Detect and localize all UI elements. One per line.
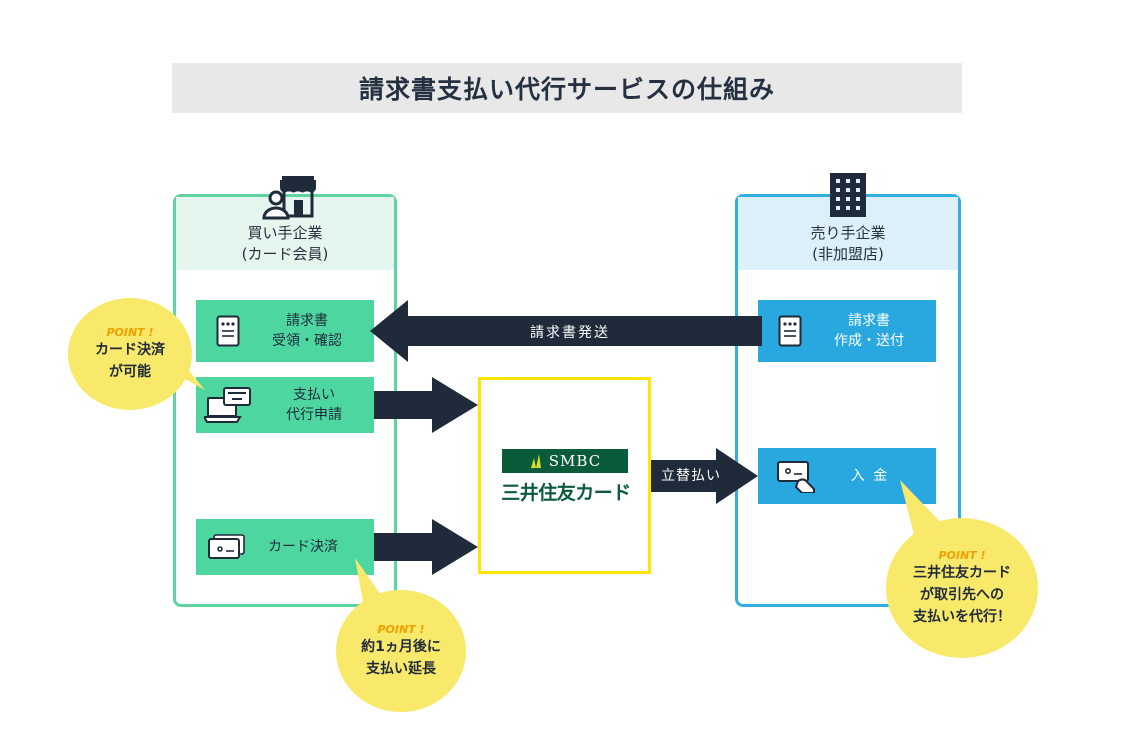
seller-title-line2: (非加盟店) bbox=[812, 245, 884, 263]
card-settlement-arrow bbox=[374, 519, 478, 575]
buyer-title: 買い手企業 (カード会員) bbox=[176, 223, 394, 265]
point-label: POINT ! bbox=[377, 622, 425, 636]
advance-payment-label: 立替払い bbox=[661, 468, 721, 484]
document-icon bbox=[216, 315, 240, 347]
card-settlement-label: カード決済 bbox=[268, 539, 338, 555]
point-text-line2: が取引先への bbox=[920, 586, 1004, 603]
point-text-line1: 三井住友カード bbox=[913, 564, 1011, 581]
payment-request-line2: 代行申請 bbox=[286, 407, 342, 423]
point-text-line2: が可能 bbox=[109, 363, 151, 380]
card-settlement-box: カード決済 bbox=[196, 519, 374, 575]
invoice-receive-box: 請求書 受領・確認 bbox=[196, 300, 374, 362]
point-label: POINT ! bbox=[938, 548, 986, 562]
deposit-label: 入 金 bbox=[850, 468, 890, 484]
payment-request-line1: 支払い bbox=[293, 387, 335, 403]
diagram-title: 請求書支払い代行サービスの仕組み bbox=[358, 75, 775, 104]
payment-request-arrow bbox=[374, 377, 478, 433]
point-label: POINT ! bbox=[106, 325, 154, 339]
smbc-logo: SMBC bbox=[502, 449, 628, 473]
smbc-name: 三井住友カード bbox=[501, 482, 631, 504]
buyer-title-line2: (カード会員) bbox=[241, 245, 329, 263]
point-text-line1: 約1ヵ月後に bbox=[361, 638, 441, 655]
point-bubble-payment-extension: POINT ! 約1ヵ月後に 支払い延長 bbox=[336, 590, 466, 712]
advance-payment-arrow bbox=[651, 448, 758, 504]
point-text-line1: カード決済 bbox=[95, 341, 165, 358]
invoice-create-box: 請求書 作成・送付 bbox=[758, 300, 936, 362]
invoice-receive-label: 請求書 受領・確認 bbox=[240, 311, 374, 351]
smbc-logo-text: SMBC bbox=[548, 452, 602, 470]
point-bubble-payment-proxy: POINT ! 三井住友カード が取引先への 支払いを代行！ bbox=[886, 518, 1038, 658]
seller-title: 売り手企業 (非加盟店) bbox=[738, 223, 958, 265]
invoice-create-line2: 作成・送付 bbox=[834, 333, 904, 349]
invoice-create-line1: 請求書 bbox=[848, 313, 890, 329]
title-bar: 請求書支払い代行サービスの仕組み bbox=[172, 63, 962, 113]
credit-card-icon bbox=[208, 534, 245, 559]
smbc-box bbox=[478, 377, 651, 574]
point-text-line2: 支払い延長 bbox=[366, 660, 436, 677]
point-text-line3: 支払いを代行！ bbox=[913, 608, 1011, 625]
smbc-leaf-icon bbox=[530, 454, 541, 468]
office-building-icon bbox=[830, 173, 866, 217]
point-bubble-card-payment: POINT ! カード決済 が可能 bbox=[68, 298, 192, 410]
invoice-send-label: 請求書発送 bbox=[530, 325, 610, 341]
laptop-card-icon bbox=[204, 387, 251, 423]
payment-request-box: 支払い 代行申請 bbox=[196, 377, 374, 433]
payment-request-label: 支払い 代行申請 bbox=[254, 385, 374, 425]
seller-title-line1: 売り手企業 bbox=[810, 224, 886, 242]
shop-person-icon bbox=[262, 176, 316, 220]
card-hand-icon bbox=[777, 461, 815, 493]
invoice-create-label: 請求書 作成・送付 bbox=[802, 311, 936, 351]
invoice-send-arrow bbox=[370, 300, 762, 362]
buyer-title-line1: 買い手企業 bbox=[247, 224, 323, 242]
invoice-receive-line1: 請求書 bbox=[286, 313, 328, 329]
document-icon bbox=[778, 315, 802, 347]
invoice-receive-line2: 受領・確認 bbox=[272, 333, 342, 349]
